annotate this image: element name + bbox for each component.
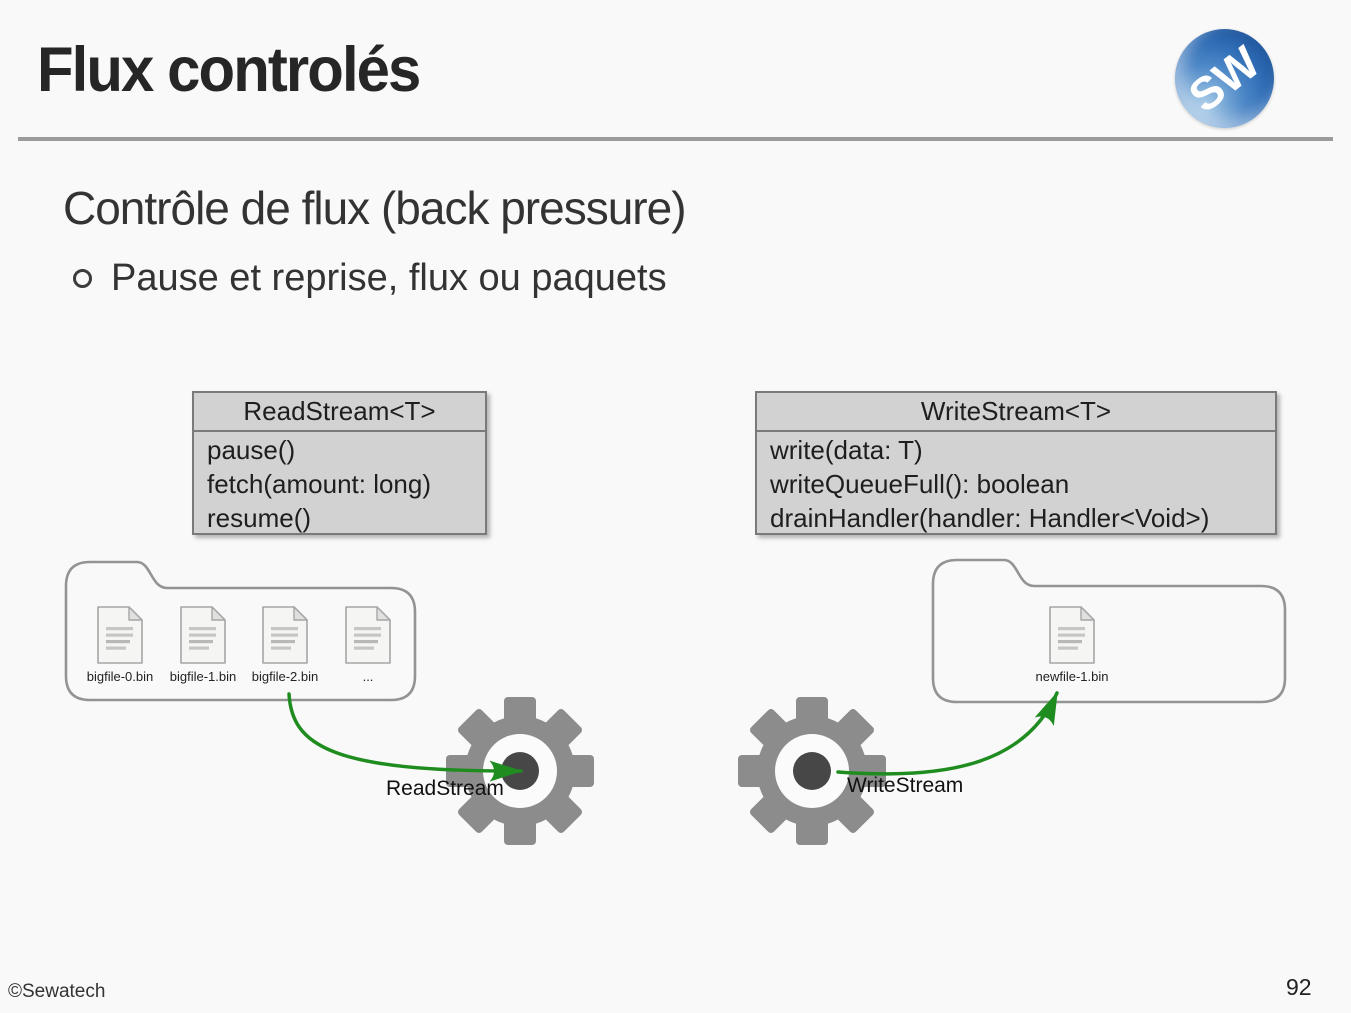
class-box-writestream: WriteStream<T> write(data: T) writeQueue… [755,391,1277,535]
footer-copyright: ©Sewatech [8,981,106,1002]
file-icon [180,606,226,664]
file-icon [262,606,308,664]
read-arrow [287,692,523,782]
bullet-text: Pause et reprise, flux ou paquets [111,257,667,299]
file-label: bigfile-0.bin [86,669,154,684]
file-item: bigfile-0.bin [74,606,166,684]
file-label: newfile-1.bin [1035,669,1109,684]
writestream-gear-icon [738,697,886,845]
writestream-gear-label: WriteStream [847,774,964,797]
file-icon [97,606,143,664]
method-writequeuefull: writeQueueFull(): boolean [770,469,1070,499]
class-title-readstream: ReadStream<T> [194,393,485,432]
file-label: ... [362,669,374,684]
page-number: 92 [1286,974,1312,1000]
file-icon [1049,606,1095,664]
bullet-item: Pause et reprise, flux ou paquets [73,257,667,300]
sewatech-logo-icon: SW [1175,29,1274,128]
slide-heading: Contrôle de flux (back pressure) [63,182,687,234]
file-item: bigfile-2.bin [239,606,331,684]
title-underline [18,137,1333,141]
method-write: write(data: T) [770,435,923,465]
file-item: newfile-1.bin [1026,606,1118,684]
source-folder-outline [64,560,417,702]
page-title: Flux controlés [37,35,421,105]
class-title-writestream: WriteStream<T> [757,393,1275,432]
file-label: bigfile-2.bin [251,669,319,684]
method-pause: pause() [207,435,296,465]
file-icon [345,606,391,664]
file-item: ... [322,606,414,684]
write-arrow [836,691,1059,776]
method-resume: resume() [207,503,312,533]
file-item: bigfile-1.bin [157,606,249,684]
dest-folder-outline [931,558,1287,704]
bullet-circle-icon [73,269,92,288]
readstream-gear-label: ReadStream [386,777,504,800]
method-fetch: fetch(amount: long) [207,469,432,499]
method-drainhandler: drainHandler(handler: Handler<Void>) [770,503,1210,533]
class-box-readstream: ReadStream<T> pause() fetch(amount: long… [192,391,487,535]
file-label: bigfile-1.bin [169,669,237,684]
